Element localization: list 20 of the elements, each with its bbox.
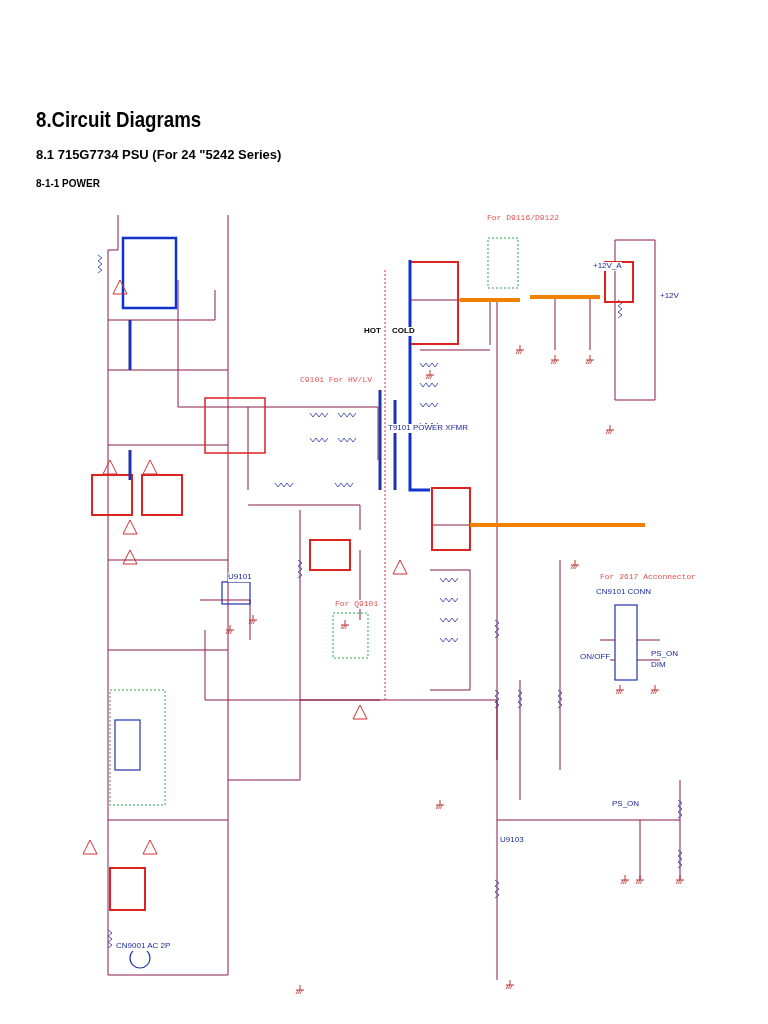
net-label: PS_ON (612, 800, 640, 809)
net-label: +12V (660, 292, 679, 301)
section-heading: 8-1-1 POWER (36, 178, 100, 189)
note-text: For 2617 Acconnector (600, 573, 696, 582)
part-label: U9103 (500, 836, 524, 845)
part-label: CN9001 AC 2P (116, 942, 171, 951)
net-label: COLD (392, 327, 415, 336)
net-label: +12V_A (593, 262, 622, 271)
net-label: PS_ON (651, 650, 679, 659)
page-title: 8.Circuit Diagrams (36, 108, 202, 133)
note-text: For Q9101 (335, 600, 379, 609)
part-label: T9101 POWER XFMR (388, 424, 468, 433)
note-text: For D9116/D9122 (487, 214, 559, 223)
part-label: U9101 (228, 573, 252, 582)
note-text: C9101 For HV/LV (300, 376, 372, 385)
part-label: CN9101 CONN (596, 588, 652, 597)
subtitle: 8.1 715G7734 PSU (For 24 "5242 Series) (36, 148, 282, 163)
net-label: ON/OFF (580, 653, 611, 662)
net-label: DIM (651, 661, 666, 670)
net-label: HOT (364, 327, 381, 336)
